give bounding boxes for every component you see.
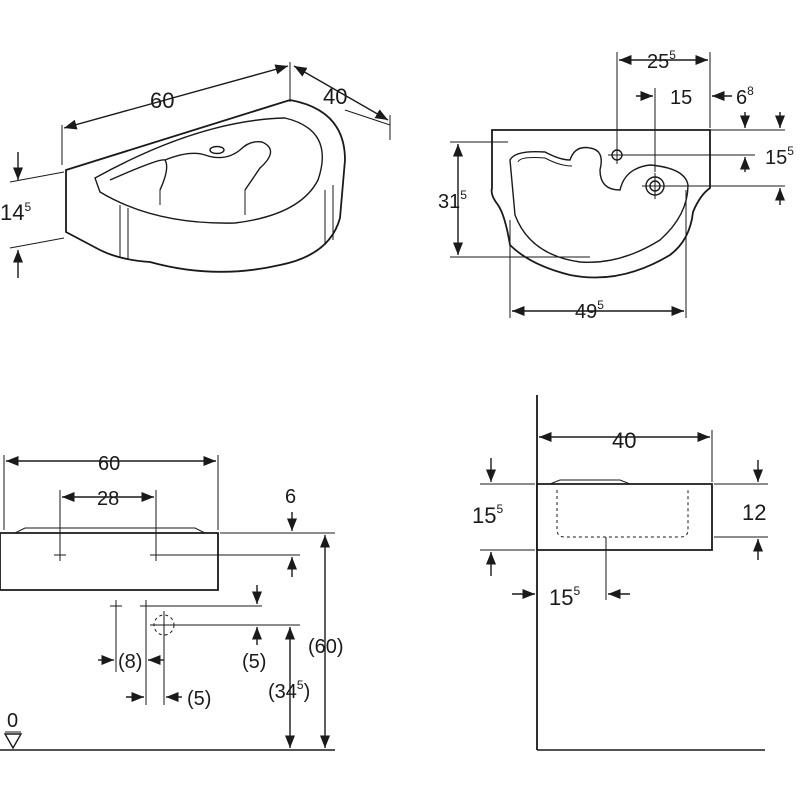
front-view: 60 28 6 (5) (8) (5) (345) bbox=[0, 453, 344, 751]
top-dim-68: 68 bbox=[736, 84, 754, 109]
iso-depth-label: 40 bbox=[323, 84, 347, 109]
isometric-view: 60 40 145 bbox=[0, 62, 391, 278]
side-dim-40: 40 bbox=[612, 428, 636, 453]
floor-marker bbox=[3, 733, 23, 750]
side-basin bbox=[536, 483, 713, 551]
side-dim-12: 12 bbox=[742, 500, 766, 525]
iso-height-label: 145 bbox=[0, 200, 31, 225]
front-dim-60: 60 bbox=[98, 453, 120, 475]
top-view: 255 15 68 155 315 495 bbox=[438, 48, 794, 323]
iso-width-label: 60 bbox=[150, 88, 174, 113]
side-dim-155: 155 bbox=[472, 502, 503, 528]
floor-label: 0 bbox=[7, 710, 18, 732]
top-dim-315: 315 bbox=[438, 188, 467, 213]
front-dim-28: 28 bbox=[97, 488, 119, 510]
front-dim-5b: (5) bbox=[187, 688, 211, 710]
front-basin bbox=[0, 532, 219, 591]
iso-tap-ledge bbox=[164, 140, 272, 191]
iso-tap-hole bbox=[209, 145, 225, 155]
front-dim-60-height: (60) bbox=[308, 636, 344, 658]
iso-basin-outline bbox=[65, 99, 346, 273]
front-dim-8: (8) bbox=[118, 651, 142, 673]
top-dim-15: 15 bbox=[670, 87, 692, 109]
top-dim-495: 495 bbox=[575, 298, 604, 323]
side-bowl-hidden bbox=[556, 490, 689, 538]
front-dim-6: 6 bbox=[285, 486, 296, 508]
side-view: 40 155 12 155 bbox=[472, 395, 768, 751]
side-dim-155-width: 155 bbox=[549, 584, 580, 610]
front-dim-5a: (5) bbox=[242, 651, 266, 673]
iso-bowl-rim bbox=[94, 117, 323, 224]
top-dim-25: 255 bbox=[647, 48, 676, 73]
top-bowl bbox=[509, 146, 689, 264]
front-fixing-marks bbox=[54, 549, 178, 639]
top-dim-155: 155 bbox=[765, 144, 794, 169]
front-dim-345: (345) bbox=[268, 678, 310, 703]
